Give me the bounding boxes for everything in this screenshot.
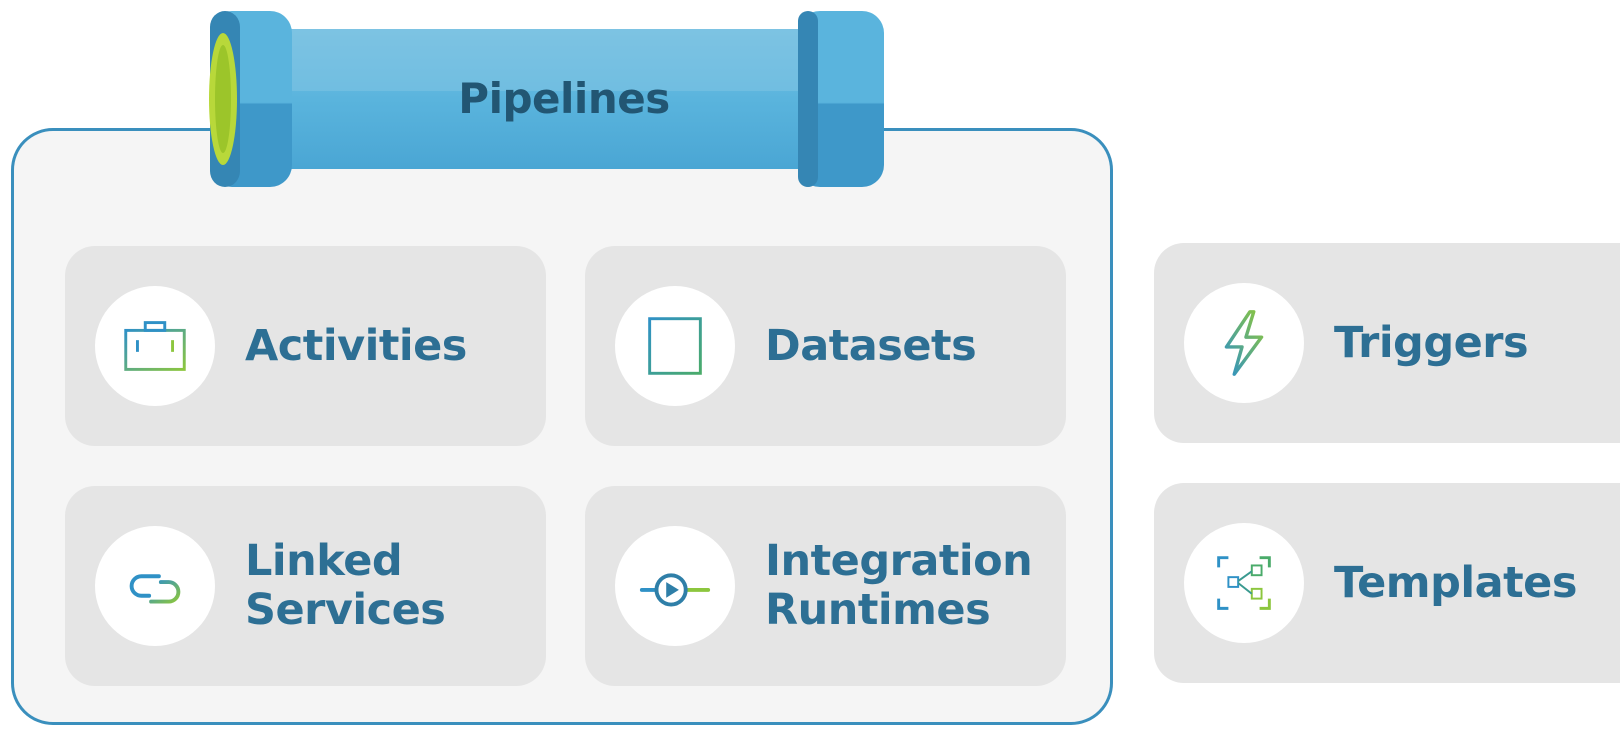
tile-datasets: Datasets (585, 246, 1066, 446)
tile-triggers: Triggers (1154, 243, 1620, 443)
tile-label-templates: Templates (1334, 557, 1577, 608)
pipe-graphic (209, 11, 884, 187)
tile-linked-services: Linked Services (65, 486, 546, 686)
templates-icon-circle (1184, 523, 1304, 643)
tile-label-integration-runtimes: Integration Runtimes (765, 536, 1033, 635)
tile-label-activities: Activities (245, 320, 467, 371)
table-icon (648, 317, 702, 375)
pipeline-pipe: Pipelines (206, 9, 922, 195)
tile-activities: Activities (65, 246, 546, 446)
linked-services-icon-circle (95, 526, 215, 646)
datasets-icon-circle (615, 286, 735, 406)
tile-templates: Templates (1154, 483, 1620, 683)
tile-label-linked-services: Linked Services (245, 536, 446, 635)
play-circle-icon (639, 573, 711, 607)
lightning-icon (1224, 310, 1264, 376)
toolbox-icon (124, 321, 186, 371)
template-icon (1217, 556, 1271, 610)
pipelines-container: Activities (11, 128, 1113, 725)
pipeline-label: Pipelines (458, 74, 670, 123)
integration-runtimes-icon-circle (615, 526, 735, 646)
link-icon (129, 574, 181, 604)
tile-label-datasets: Datasets (765, 320, 977, 371)
activities-icon-circle (95, 286, 215, 406)
triggers-icon-circle (1184, 283, 1304, 403)
tile-label-triggers: Triggers (1334, 317, 1529, 368)
tile-integration-runtimes: Integration Runtimes (585, 486, 1066, 686)
